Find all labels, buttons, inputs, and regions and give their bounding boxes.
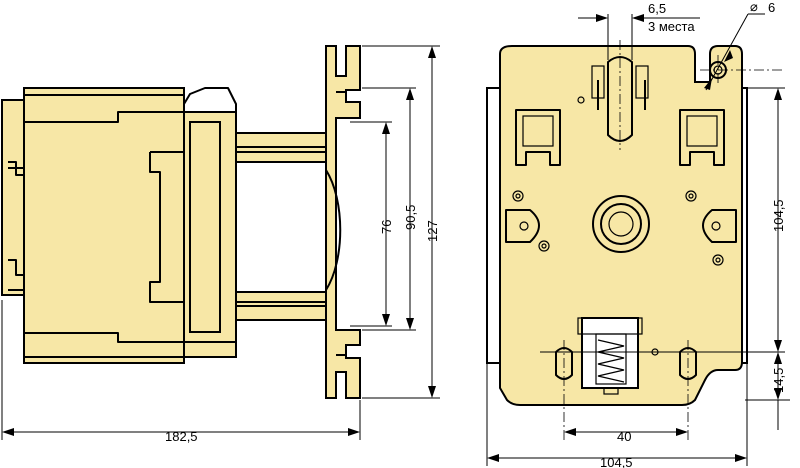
dim-slot-note-label: 3 места <box>648 19 695 34</box>
mounting-plate <box>325 45 361 399</box>
central-boss <box>592 195 650 253</box>
dim-90-5-label: 90,5 <box>403 205 418 230</box>
dim-127-label: 127 <box>425 220 440 242</box>
dim-104-5-horizontal-label: 104,5 <box>600 455 633 468</box>
dim-104-5-vertical-label: 104,5 <box>771 199 786 232</box>
dim-14-5-label: 14,5 <box>771 368 786 393</box>
front-view <box>486 45 748 406</box>
dimension-labels: 182,5 127 90,5 76 6,5 3 места ⌀ 6 104,5 … <box>165 0 786 468</box>
dim-182-5-label: 182,5 <box>165 429 198 444</box>
contactor-rear-body <box>23 87 185 364</box>
dim-40-label: 40 <box>617 429 631 444</box>
dim-hole-diameter-label: 6 <box>768 0 775 15</box>
dim-76-label: 76 <box>379 220 394 234</box>
dim-slot-width-label: 6,5 <box>648 1 666 16</box>
dimension-lines <box>1 13 790 466</box>
spring-latch <box>581 317 639 389</box>
side-view <box>1 45 361 399</box>
diameter-symbol: ⌀ <box>750 0 758 14</box>
